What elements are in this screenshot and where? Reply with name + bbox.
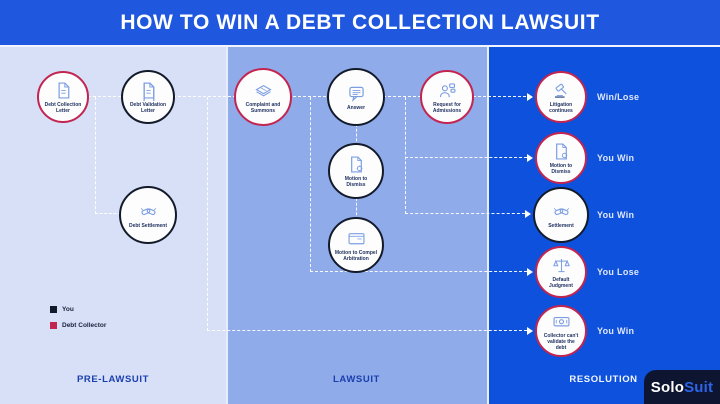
node-answer: Answer: [327, 68, 385, 126]
node-label: Complaint and Summons: [245, 102, 281, 114]
node-debt-collection-letter: Debt Collection Letter: [37, 71, 89, 123]
connector-motion-win-h: [405, 157, 527, 158]
admissions-icon: [439, 83, 456, 98]
connector-branch-v: [405, 97, 406, 214]
node-collector-cant-validate: Collector can't validate the debt: [535, 305, 587, 357]
motion-dismiss-icon: [555, 143, 567, 160]
arrow-cant-validate: [527, 327, 533, 335]
legend-swatch-debt-collector: [50, 322, 57, 329]
node-label: Request for Admissions: [432, 102, 462, 114]
letter-icon: [58, 82, 69, 99]
outcome-label: You Win: [597, 153, 635, 163]
arrow-settlement: [525, 210, 531, 218]
connector-default-h: [310, 271, 527, 272]
gavel-icon: [554, 83, 567, 98]
node-label: Motion to Compel Arbitration: [334, 250, 378, 262]
logo-text-suit: Suit: [684, 378, 714, 396]
connector-validate-h: [207, 330, 527, 331]
section-label-pre-lawsuit: PRE-LAWSUIT: [76, 374, 150, 385]
legend-item-debt-collector: Debt Collector: [50, 322, 106, 329]
money-icon: [552, 316, 570, 327]
connector-main-row: [63, 96, 531, 97]
node-label: Motion to Dismiss: [344, 176, 368, 188]
node-default-judgment: Default Judgment: [535, 246, 587, 298]
connector-motion-arbitration: [356, 198, 357, 220]
outcome-label: You Win: [597, 326, 635, 336]
connector-default-v: [310, 97, 311, 272]
section-label-resolution: RESOLUTION: [569, 374, 638, 385]
node-label: Settlement: [548, 223, 574, 229]
legend-swatch-you: [50, 306, 57, 313]
page-title: HOW TO WIN A DEBT COLLECTION LAWSUIT: [120, 10, 600, 34]
handshake-icon: [140, 208, 156, 216]
section-label-lawsuit: LAWSUIT: [333, 374, 380, 385]
arrow-motion-dismiss: [527, 154, 533, 162]
arrow-default-judgment: [527, 268, 533, 276]
node-label: Debt Settlement: [128, 223, 168, 229]
node-debt-settlement: Debt Settlement: [119, 186, 177, 244]
scales-icon: [552, 258, 570, 273]
node-debt-validation-letter: Debt Validation Letter: [121, 70, 175, 124]
legend-item-you: You: [50, 306, 106, 313]
node-label: Answer: [346, 105, 366, 111]
node-label: Motion to Dismiss: [549, 163, 573, 175]
answer-bubble-icon: [348, 86, 364, 102]
node-motion-to-compel-arbitration: Motion to Compel Arbitration: [328, 217, 384, 273]
handshake-icon: [553, 208, 569, 216]
legend-label-debt-collector: Debt Collector: [62, 322, 107, 329]
node-label: Default Judgment: [549, 277, 573, 289]
connector-validate-v: [207, 97, 208, 331]
motion-dismiss-icon: [350, 156, 362, 173]
letter-icon: [143, 82, 154, 101]
node-label: Collector can't validate the debt: [543, 333, 579, 351]
connector-answer-motion: [356, 124, 357, 146]
outcome-label: You Lose: [597, 267, 640, 277]
node-settlement: Settlement: [533, 187, 589, 243]
logo-text-solo: Solo: [650, 378, 685, 396]
section-resolution: [487, 47, 720, 404]
arbitration-icon: [347, 233, 365, 245]
node-label: Debt Collection Letter: [44, 102, 82, 114]
node-complaint-and-summons: Complaint and Summons: [234, 68, 292, 126]
connector-settlement-win-h: [405, 213, 525, 214]
outcome-label: Win/Lose: [597, 92, 640, 102]
node-motion-to-dismiss: Motion to Dismiss: [328, 143, 384, 199]
node-label: Debt Validation Letter: [129, 102, 167, 114]
outcome-label: You Win: [597, 210, 635, 220]
legend: You Debt Collector: [50, 306, 106, 338]
arrow-litigation: [527, 93, 533, 101]
title-bar: HOW TO WIN A DEBT COLLECTION LAWSUIT: [0, 0, 720, 47]
connector-to-settlement-h: [95, 213, 121, 214]
node-litigation-continues: Litigation continues: [535, 71, 587, 123]
node-request-for-admissions: Request for Admissions: [420, 70, 474, 124]
node-label: Litigation continues: [549, 102, 573, 114]
section-pre-lawsuit: [0, 47, 226, 404]
legend-label-you: You: [62, 306, 74, 313]
node-motion-to-dismiss-resolution: Motion to Dismiss: [535, 132, 587, 184]
summons-icon: [254, 85, 272, 97]
connector-to-settlement-v: [95, 97, 96, 214]
